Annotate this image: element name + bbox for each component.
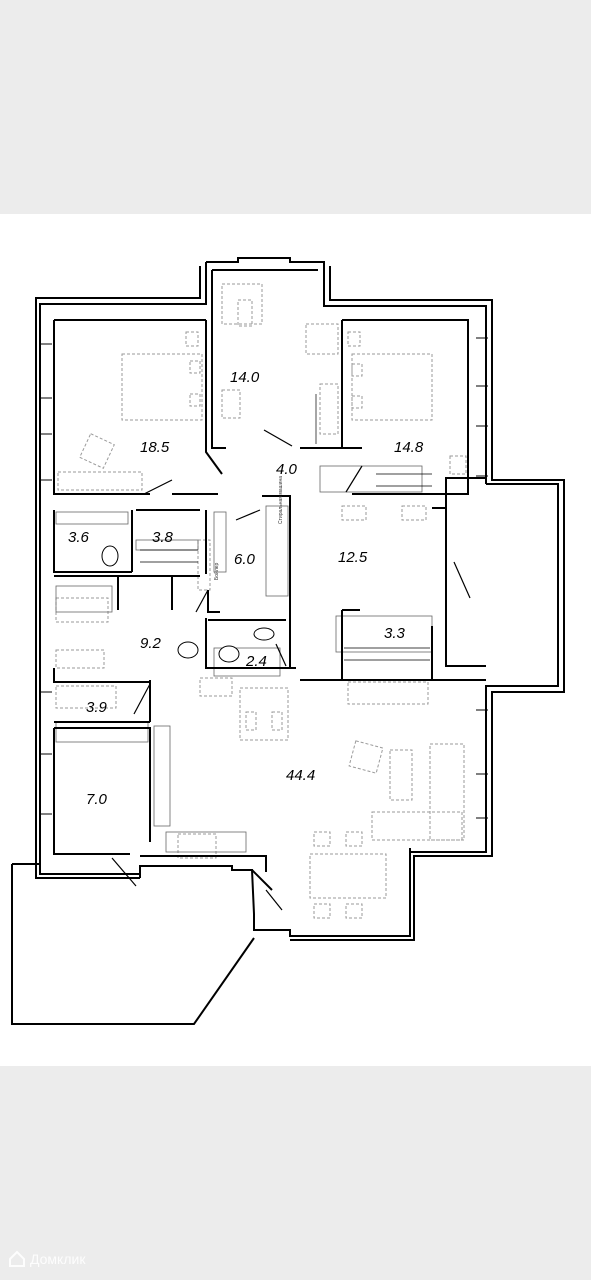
furniture-layer [55, 283, 467, 919]
room-area-3-6: 3.6 [68, 529, 90, 546]
dining-table [309, 853, 387, 899]
room-area-6-0: 6.0 [234, 551, 256, 568]
boiler-label: Бойлер [213, 562, 220, 580]
toilet-3 [218, 645, 240, 663]
walls-layer [11, 257, 565, 1025]
fixture-layer [55, 465, 433, 853]
bed-right [351, 353, 433, 421]
room-area-44-4: 44.4 [286, 767, 315, 784]
room-area-4-0: 4.0 [276, 461, 298, 478]
doors-layer [111, 429, 471, 911]
room-area-3-9: 3.9 [86, 699, 108, 716]
domclick-logo-icon [9, 1250, 25, 1267]
plumbing-layer [101, 545, 275, 663]
washer-label: Стиральная машина [278, 476, 284, 524]
room-area-14-0: 14.0 [230, 369, 260, 386]
hatching-layer [140, 394, 432, 661]
room-area-14-8: 14.8 [394, 439, 424, 456]
floor-plan: Стиральная машина Бойлер 18.5 14.0 14.8 … [11, 257, 565, 1025]
room-area-2-4: 2.4 [245, 653, 267, 670]
armchair-left [79, 433, 115, 469]
room-area-18-5: 18.5 [140, 439, 170, 456]
room-area-7-0: 7.0 [86, 791, 108, 808]
room-area-12-5: 12.5 [338, 549, 368, 566]
sofa [429, 743, 465, 841]
domclick-watermark: Домклик [8, 1247, 85, 1271]
armchair-living [348, 740, 384, 774]
top-letterbox [0, 0, 591, 214]
room-area-3-8: 3.8 [152, 529, 174, 546]
sink [253, 627, 275, 641]
bed-left [121, 353, 203, 421]
toilet-1 [101, 545, 119, 567]
room-area-9-2: 9.2 [140, 635, 162, 652]
floor-plan-sheet: Стиральная машина Бойлер 18.5 14.0 14.8 … [0, 214, 591, 1066]
room-area-3-3: 3.3 [384, 625, 406, 642]
bottom-letterbox [0, 1066, 591, 1280]
toilet-2 [177, 641, 199, 659]
watermark-text: Домклик [30, 1251, 86, 1267]
